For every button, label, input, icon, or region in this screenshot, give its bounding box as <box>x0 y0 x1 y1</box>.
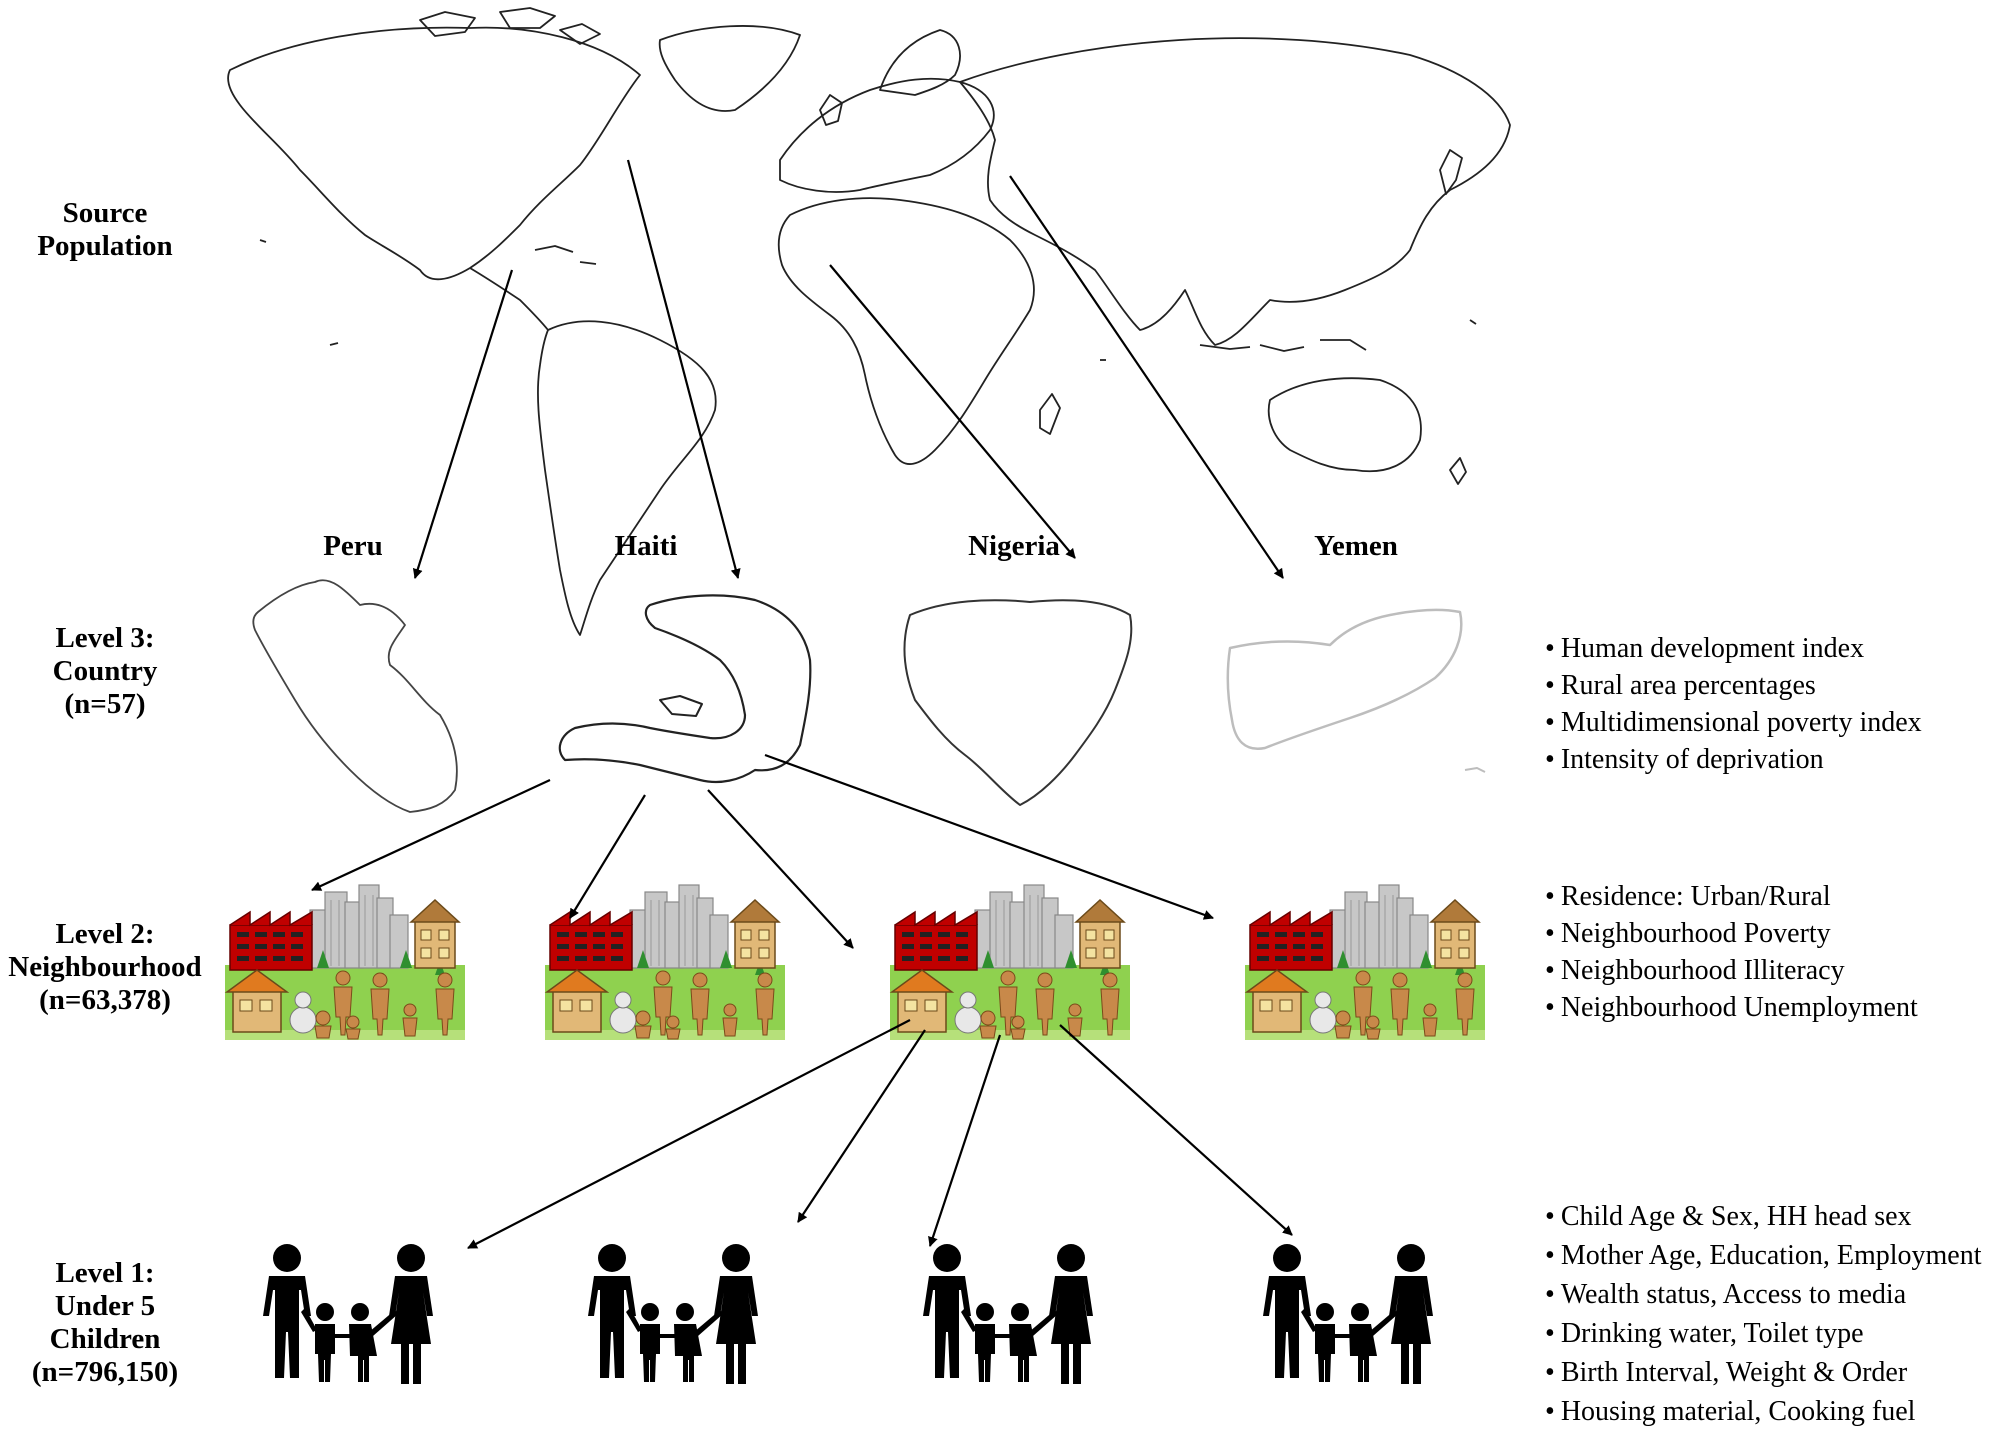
yemen-outline-icon <box>1226 608 1463 751</box>
list-item: Neighbourhood Unemployment <box>1545 989 1918 1026</box>
list-item: Housing material, Cooking fuel <box>1545 1392 1982 1431</box>
country-name-yemen: Yemen <box>1314 530 1398 562</box>
haiti-island-icon <box>659 695 703 717</box>
list-item: Human development index <box>1545 630 1922 667</box>
country-name-peru: Peru <box>323 530 383 562</box>
list-item: Neighbourhood Illiteracy <box>1545 952 1918 989</box>
neighbourhood-icon <box>224 884 466 1041</box>
source-population-label: Source Population <box>37 197 173 262</box>
country-variables-list: Human development index Rural area perce… <box>1545 630 1922 778</box>
family-icon <box>923 1244 1093 1384</box>
list-item: Mother Age, Education, Employment <box>1545 1236 1982 1275</box>
list-item: Birth Interval, Weight & Order <box>1545 1353 1982 1392</box>
list-item: Residence: Urban/Rural <box>1545 878 1918 915</box>
level-2-neighbourhood-label: Level 2: Neighbourhood (n=63,378) <box>8 918 202 1016</box>
family-icon <box>263 1244 433 1384</box>
world-map-icon <box>227 7 1511 636</box>
neighbourhood-icon <box>1244 884 1486 1041</box>
neighbourhood-icon <box>889 884 1131 1041</box>
haiti-outline-icon <box>558 594 812 784</box>
country-name-nigeria: Nigeria <box>968 530 1060 562</box>
family-icon <box>588 1244 758 1384</box>
arrows <box>311 159 1293 1249</box>
level-1-children-label: Level 1: Under 5 Children (n=796,150) <box>31 1257 179 1388</box>
level-3-country-label: Level 3: Country (n=57) <box>52 622 158 720</box>
list-item: Intensity of deprivation <box>1545 741 1922 778</box>
list-item: Wealth status, Access to media <box>1545 1275 1982 1314</box>
neighbourhood-icon <box>544 884 786 1041</box>
country-name-haiti: Haiti <box>614 530 678 562</box>
list-item: Rural area percentages <box>1545 667 1922 704</box>
neighbourhood-variables-list: Residence: Urban/Rural Neighbourhood Pov… <box>1545 878 1918 1026</box>
family-icon <box>1263 1244 1433 1384</box>
list-item: Multidimensional poverty index <box>1545 704 1922 741</box>
list-item: Drinking water, Toilet type <box>1545 1314 1982 1353</box>
peru-outline-icon <box>252 579 458 813</box>
nigeria-outline-icon <box>903 599 1133 806</box>
list-item: Child Age & Sex, HH head sex <box>1545 1197 1982 1236</box>
child-variables-list: Child Age & Sex, HH head sex Mother Age,… <box>1545 1197 1982 1431</box>
list-item: Neighbourhood Poverty <box>1545 915 1918 952</box>
